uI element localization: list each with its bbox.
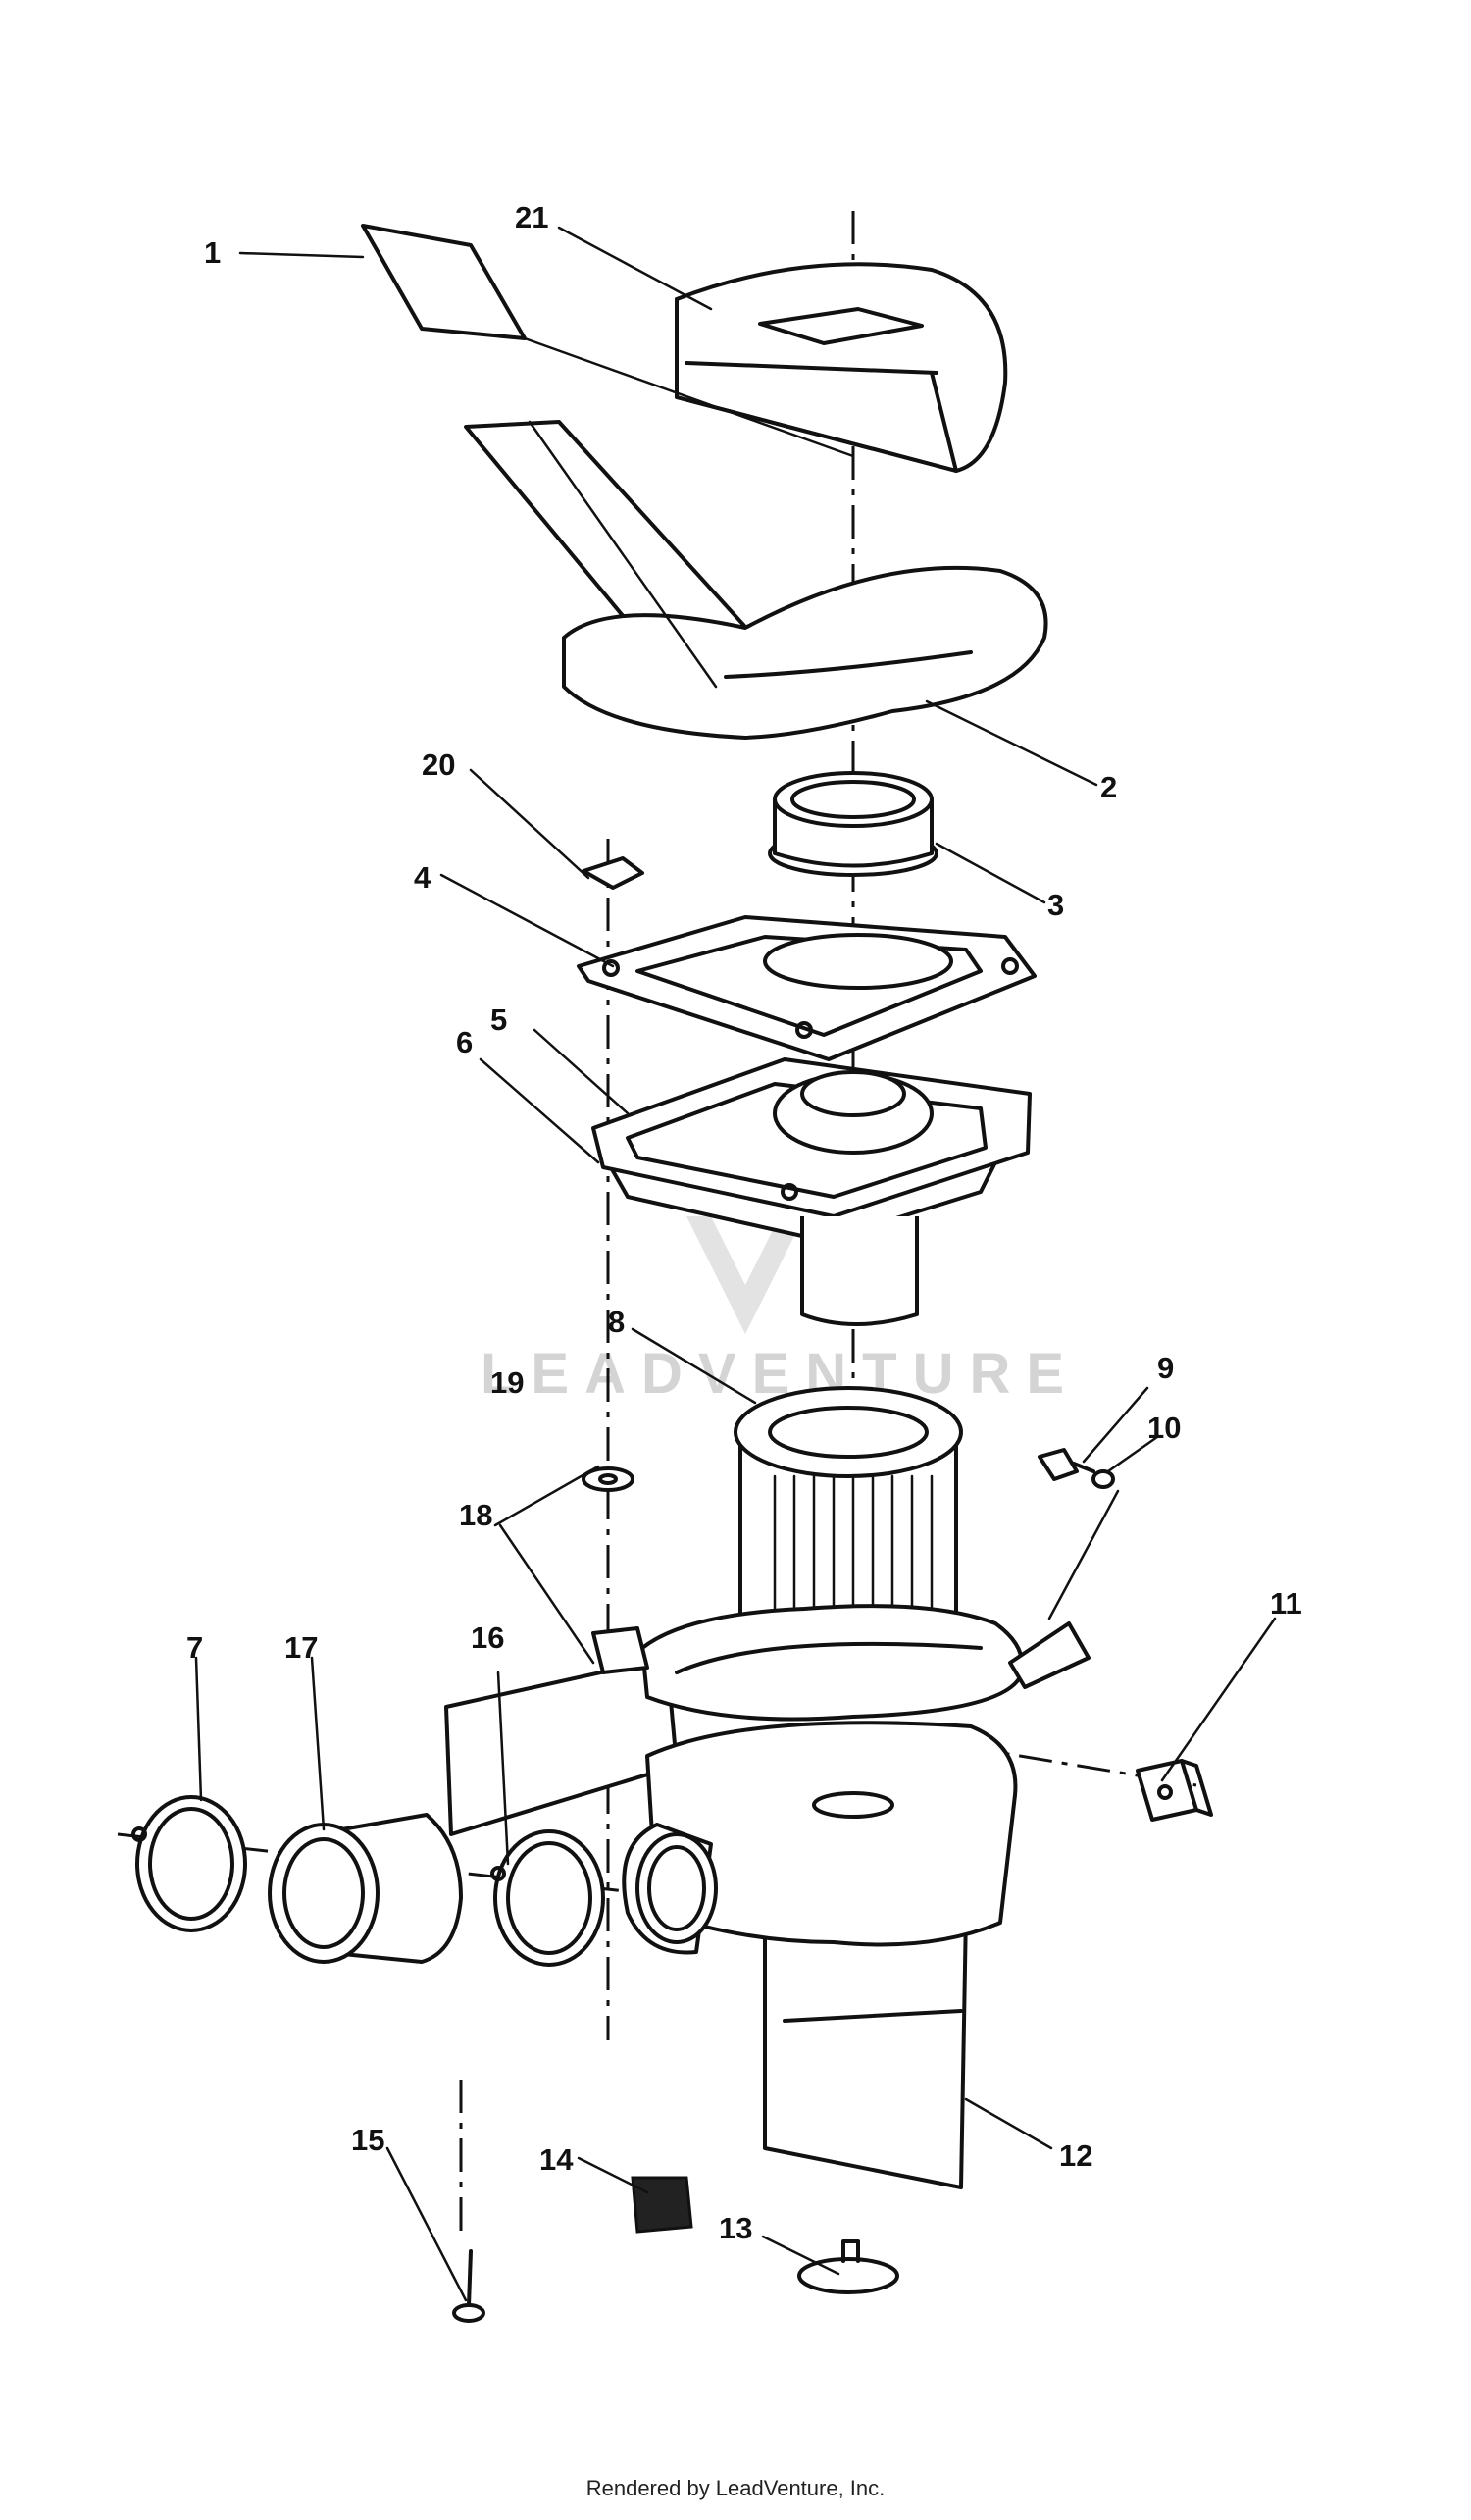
part-13-valve: [797, 2239, 899, 2294]
part-17-coupling: [268, 1813, 463, 1964]
part-11-bracket: [1136, 1759, 1213, 1822]
part-15-screw: [452, 2249, 485, 2323]
callout-2: 2: [1100, 770, 1117, 804]
watermark: LEADVENTURE: [481, 1216, 1080, 1406]
part-2-intake-housing: [464, 420, 1048, 740]
part-3-sleeve: [768, 771, 938, 877]
part-19-washer: [582, 1466, 634, 1492]
callout-6: 6: [456, 1025, 473, 1059]
part-5-6-base-and-gasket: [591, 1057, 1032, 1326]
callout-8: 8: [608, 1305, 625, 1339]
part-20-clip: [582, 856, 644, 890]
callout-7: 7: [186, 1630, 203, 1665]
callout-1: 1: [204, 235, 221, 270]
footer-credit: Rendered by LeadVenture, Inc.: [585, 2476, 886, 2500]
callout-16: 16: [471, 1620, 504, 1655]
callout-14: 14: [539, 2142, 574, 2177]
callout-17: 17: [284, 1630, 318, 1665]
callout-9: 9: [1157, 1351, 1174, 1385]
part-12-canister: [591, 1604, 1091, 2189]
part-9-10-bolt-washer: [1038, 1448, 1120, 1620]
part-16-clamp: [490, 1829, 605, 1967]
leader-lines: [194, 226, 1277, 2302]
callout-10: 10: [1147, 1411, 1181, 1445]
part-1-tab: [361, 224, 855, 458]
callout-5: 5: [490, 1003, 507, 1037]
callout-21: 21: [515, 200, 548, 234]
part-14-cap: [631, 2176, 693, 2234]
part-8-filter: [734, 1386, 963, 1642]
callout-11: 11: [1270, 1586, 1302, 1620]
part-7-clamp: [131, 1795, 247, 1932]
watermark-text: LEADVENTURE: [481, 1342, 1080, 1406]
callout-3: 3: [1047, 888, 1064, 922]
callout-19: 19: [490, 1365, 524, 1400]
part-18-decal: [444, 1656, 679, 1836]
callout-20: 20: [422, 747, 455, 782]
callout-12: 12: [1059, 2138, 1092, 2173]
part-21-cap: [675, 262, 1008, 473]
callout-18: 18: [459, 1498, 492, 1532]
callout-4: 4: [414, 860, 431, 895]
callout-15: 15: [351, 2123, 384, 2157]
callout-13: 13: [719, 2211, 752, 2245]
part-4-cover-plate: [577, 915, 1037, 1061]
callout-labels: 1 2 3 4 5 6 7 8 9 10 11 12 13 14 15 16 1…: [186, 200, 1302, 2245]
